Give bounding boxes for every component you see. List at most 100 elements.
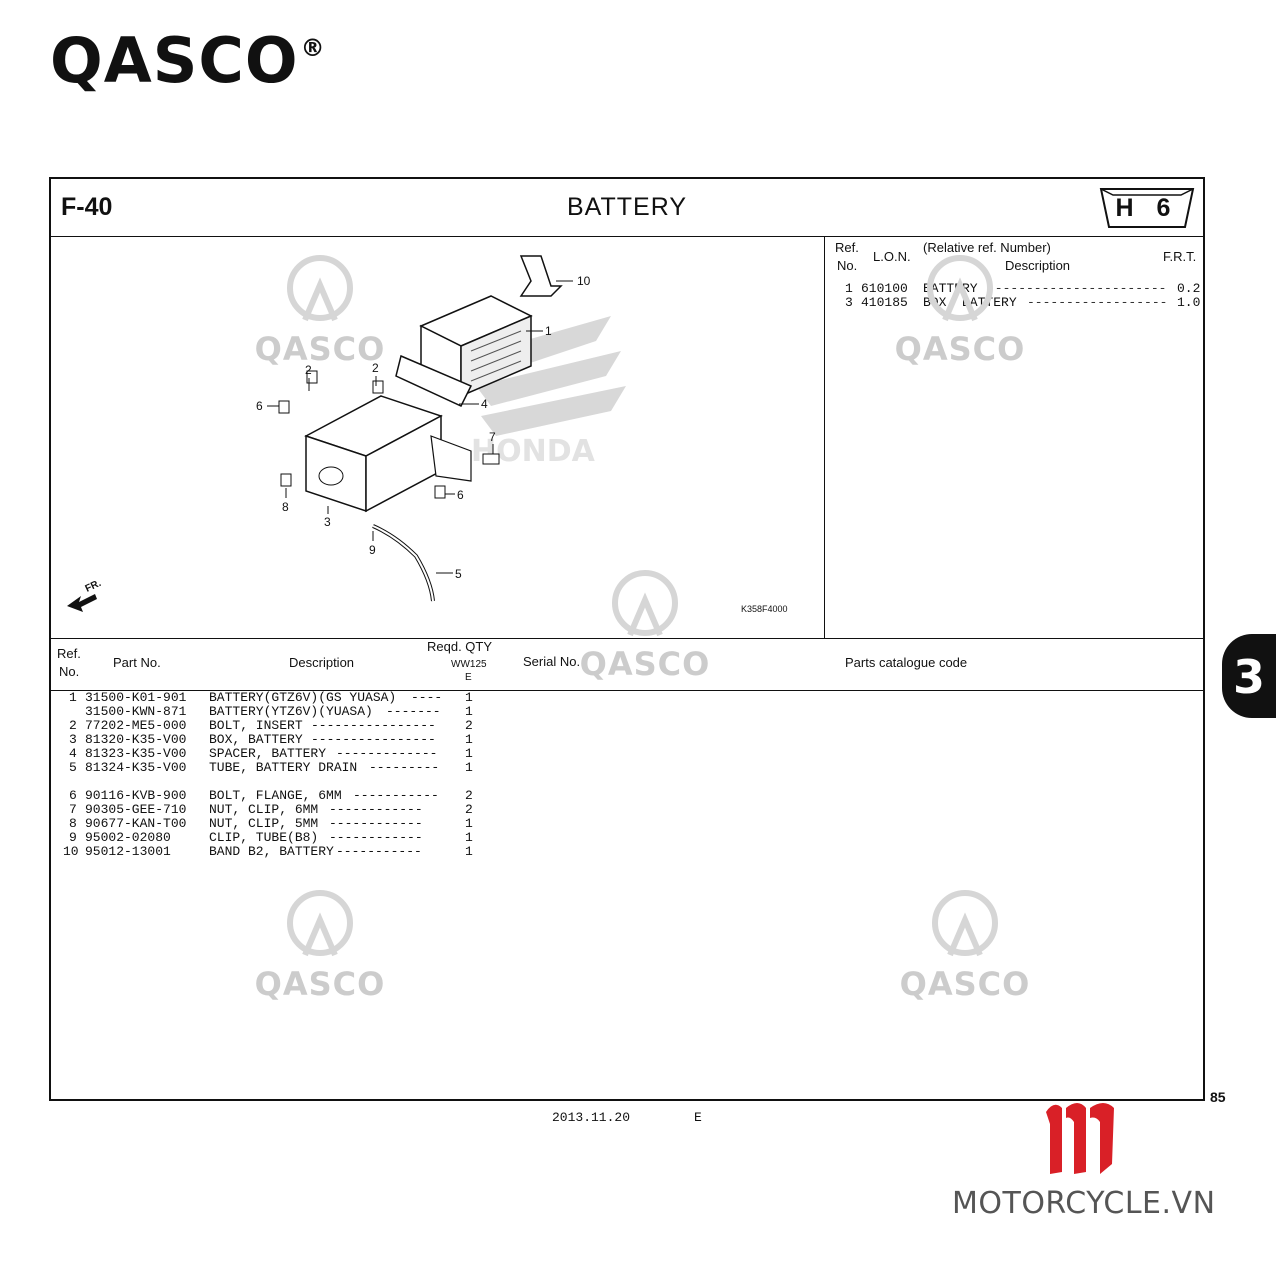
leader-dots: --------- — [369, 760, 440, 775]
parts-row-part: 90116-KVB-900 — [85, 788, 187, 803]
leader-dots: ----------- — [353, 788, 439, 803]
parts-row: 10 95012-13001 BAND B2, BATTERY --------… — [51, 845, 751, 859]
leader-dots: ------------- — [336, 746, 438, 761]
figure-id: K358F4000 — [741, 604, 788, 614]
page-title: BATTERY — [567, 193, 687, 221]
parts-row-ref: 9 — [69, 830, 77, 845]
leader-dots: ----------------------- — [987, 281, 1167, 296]
ref-row: 3 410185 BOX, BATTERY ------------------… — [825, 296, 1205, 310]
callout-label: 8 — [282, 500, 289, 514]
parts-col-model-sub: E — [465, 672, 472, 683]
parts-table-header: Ref. No. Part No. Description Reqd. QTY … — [51, 639, 1203, 691]
leader-lines — [267, 280, 573, 574]
section-number: 3 — [1232, 650, 1265, 704]
page-number: 85 — [1210, 1089, 1226, 1105]
callout-label: 2 — [305, 363, 312, 377]
parts-row: 9 95002-02080 CLIP, TUBE(B8) -----------… — [51, 831, 751, 845]
ref-row: 1 610100 BATTERY -----------------------… — [825, 282, 1205, 296]
parts-row: 6 90116-KVB-900 BOLT, FLANGE, 6MM ------… — [51, 789, 751, 803]
exploded-diagram: HONDA — [51, 236, 825, 638]
parts-row-ref: 5 — [69, 760, 77, 775]
parts-row-desc: TUBE, BATTERY DRAIN — [209, 760, 358, 775]
ref-col-ref: Ref. — [835, 240, 859, 255]
parts-row-qty: 2 — [465, 718, 473, 733]
parts-row-part: 95012-13001 — [85, 844, 171, 859]
group-badge-shape — [1099, 188, 1195, 228]
callout-label: 1 — [545, 324, 552, 338]
leader-dots: ---- — [411, 690, 443, 705]
parts-row-qty: 2 — [465, 788, 473, 803]
parts-row-ref: 10 — [63, 844, 79, 859]
parts-row-part: 31500-KWN-871 — [85, 704, 187, 719]
parts-table-body: 1 31500-K01-901 BATTERY(GTZ6V)(GS YUASA)… — [51, 691, 751, 859]
ref-col-frt: F.R.T. — [1163, 249, 1197, 264]
leader-dots: ----------- — [336, 844, 422, 859]
callout-label: 2 — [372, 361, 379, 375]
parts-row-part: 90305-GEE-710 — [85, 802, 187, 817]
parts-row: 5 81324-K35-V00 TUBE, BATTERY DRAIN ----… — [51, 761, 751, 775]
parts-col-qty: Reqd. QTY — [427, 639, 493, 654]
callout-label: 10 — [577, 274, 591, 288]
site-logo-text: MOTORCYCLE.VN — [952, 1186, 1216, 1221]
ref-row-desc: BOX, BATTERY — [923, 295, 1017, 310]
parts-row-part: 81320-K35-V00 — [85, 732, 187, 747]
parts-row-part: 31500-K01-901 — [85, 690, 187, 705]
parts-row-ref: 3 — [69, 732, 77, 747]
leader-dots: ------------ — [329, 830, 423, 845]
callout-label: 6 — [256, 399, 263, 413]
registered-mark: ® — [300, 34, 326, 62]
leader-dots: ---------------- — [311, 718, 436, 733]
parts-row: 8 90677-KAN-T00 NUT, CLIP, 5MM ---------… — [51, 817, 751, 831]
parts-row-qty: 1 — [465, 830, 473, 845]
callout-label: 4 — [481, 397, 488, 411]
ref-col-relative: (Relative ref. Number) — [923, 240, 1051, 255]
parts-row: 1 31500-K01-901 BATTERY(GTZ6V)(GS YUASA)… — [51, 691, 751, 705]
parts-col-part: Part No. — [113, 655, 161, 670]
row-spacer — [51, 775, 751, 789]
parts-row-desc: BAND B2, BATTERY — [209, 844, 334, 859]
parts-row-qty: 1 — [465, 816, 473, 831]
leader-dots: ------------ — [329, 816, 423, 831]
parts-col-ref: Ref. — [57, 646, 81, 661]
motorcycle-vn-logo-icon — [1046, 1103, 1114, 1174]
band-part — [519, 255, 563, 297]
parts-row: 2 77202-ME5-000 BOLT, INSERT -----------… — [51, 719, 751, 733]
parts-row-part: 81323-K35-V00 — [85, 746, 187, 761]
callout-label: 3 — [324, 515, 331, 529]
parts-row-ref: 4 — [69, 746, 77, 761]
catalogue-page-frame: F-40 BATTERY H 6 HONDA — [49, 177, 1205, 1101]
parts-col-serial: Serial No. — [523, 654, 581, 669]
parts-row-part: 90677-KAN-T00 — [85, 816, 187, 831]
ref-col-lon: L.O.N. — [873, 249, 911, 264]
ref-row-desc: BATTERY — [923, 281, 978, 296]
parts-row-desc: BATTERY(YTZ6V)(YUASA) — [209, 704, 373, 719]
parts-row-ref: 2 — [69, 718, 77, 733]
parts-col-desc: Description — [289, 655, 355, 670]
brand-name: QASCO — [50, 24, 299, 97]
front-label: FR. — [84, 578, 103, 595]
brand-logo: QASCO® — [50, 30, 326, 92]
group-badge: H 6 — [1097, 185, 1197, 231]
section-tab: 3 — [1222, 634, 1276, 718]
parts-col-catalogue: Parts catalogue code — [845, 655, 968, 670]
parts-row-desc: BATTERY(GTZ6V)(GS YUASA) — [209, 690, 397, 705]
spacer-part — [395, 354, 473, 407]
clip-nut-part — [482, 453, 500, 465]
footer-date: 2013.11.20 — [552, 1110, 631, 1125]
front-arrow-icon: FR. — [67, 578, 103, 612]
group-code: H 6 — [1115, 194, 1179, 222]
parts-row-part: 77202-ME5-000 — [85, 718, 187, 733]
ref-row-lon: 610100 — [861, 281, 908, 296]
leader-dots: ---------------- — [311, 732, 436, 747]
parts-row-desc: NUT, CLIP, 5MM — [209, 816, 319, 831]
parts-row-qty: 1 — [465, 844, 473, 859]
ref-row-ref: 1 — [845, 281, 853, 296]
ref-col-no: No. — [837, 258, 858, 273]
battery-diagram-svg: HONDA — [67, 255, 626, 612]
parts-row-desc: BOLT, FLANGE, 6MM — [209, 788, 342, 803]
parts-row-part: 81324-K35-V00 — [85, 760, 187, 775]
parts-row: 7 90305-GEE-710 NUT, CLIP, 6MM ---------… — [51, 803, 751, 817]
parts-row-qty: 1 — [465, 760, 473, 775]
parts-col-no: No. — [59, 664, 80, 679]
parts-row-desc: CLIP, TUBE(B8) — [209, 830, 319, 845]
